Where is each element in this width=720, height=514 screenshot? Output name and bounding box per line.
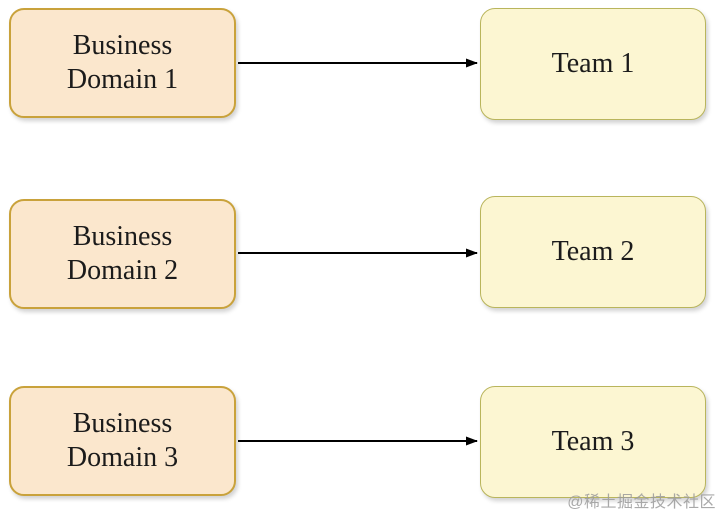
watermark-text: @稀土掘金技术社区 bbox=[567, 494, 716, 511]
node-business-domain-3: Business Domain 3 bbox=[9, 386, 236, 496]
node-label: Team 1 bbox=[551, 47, 635, 79]
node-label: Business Domain 1 bbox=[66, 29, 179, 95]
node-business-domain-2: Business Domain 2 bbox=[9, 199, 236, 309]
node-label: Business Domain 2 bbox=[66, 220, 179, 286]
node-team-3: Team 3 bbox=[480, 386, 706, 498]
node-business-domain-1: Business Domain 1 bbox=[9, 8, 236, 118]
node-team-2: Team 2 bbox=[480, 196, 706, 308]
node-label: Business Domain 3 bbox=[66, 407, 179, 473]
node-team-1: Team 1 bbox=[480, 8, 706, 120]
node-label: Team 3 bbox=[551, 425, 635, 457]
node-label: Team 2 bbox=[551, 235, 635, 267]
